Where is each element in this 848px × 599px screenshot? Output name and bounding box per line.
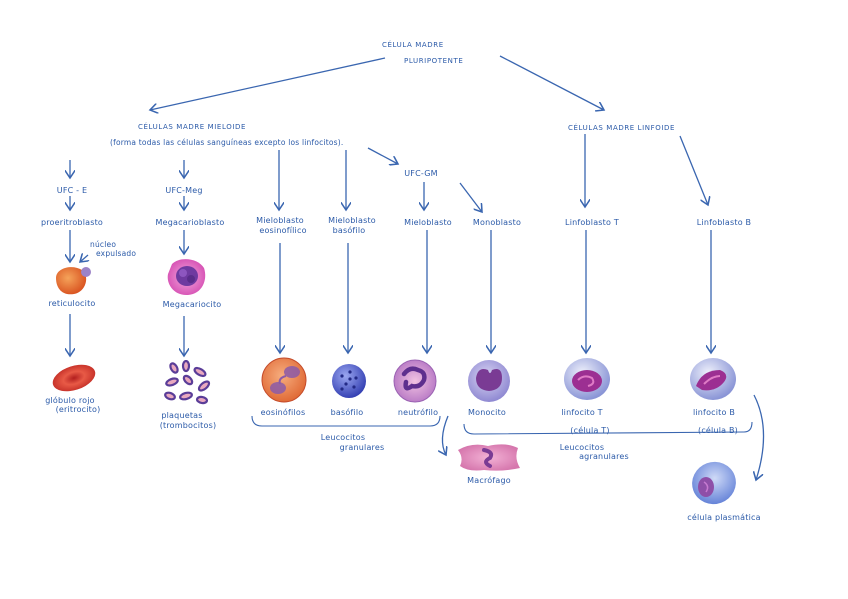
lymphocyte-b-label-2: (célula B) (697, 426, 739, 435)
lymphocyte-b-label-1: linfocito B (692, 408, 736, 417)
megakaryocyte-label: Megacariocito (162, 300, 222, 309)
arrow-lymphocyte-b-to-plasma (754, 394, 765, 480)
lymphocyte-t-label-1: linfocito T (561, 408, 603, 417)
cfu-e-label: UFC - E (56, 186, 88, 195)
root-label-line1: Célula madre (382, 41, 444, 49)
megakaryocyte-image (167, 259, 206, 296)
granular-group-label-1: Leucocitos (320, 433, 366, 442)
arrow-cfu-gm-to-monoblast (459, 182, 482, 212)
plasma-cell-image (692, 461, 736, 505)
arrow-nucleus-pointer (80, 255, 88, 262)
agranular-group-label-2: agranulares (579, 452, 629, 461)
agranular-group-label-1: Leucocitos (559, 443, 605, 452)
lymphocyte-b-image (690, 358, 736, 400)
megakaryoblast-label: Megacarioblasto (155, 218, 225, 227)
arrow-root-to-myeloid (150, 57, 386, 110)
basophil-image (332, 364, 366, 398)
platelets-label-2: (trombocitos) (159, 421, 217, 430)
macrophage-label: Macrófago (467, 476, 511, 485)
red-blood-cell-image (52, 364, 96, 392)
arrow-monocyte-to-macrophage (442, 415, 449, 455)
monocyte-label: Monocito (467, 408, 507, 417)
cfu-meg-label: UFC-Meg (165, 186, 203, 195)
reticulocyte-label: reticulocito (48, 299, 96, 308)
basophil-label: basófilo (330, 408, 364, 417)
platelets-image (164, 360, 211, 405)
granular-group-label-2: granulares (339, 443, 385, 452)
lymphoblast-t-label: Linfoblasto T (565, 218, 619, 227)
monoblast-label: Monoblasto (472, 218, 522, 227)
myeloblast-eos-label-2: eosinofílico (259, 226, 307, 235)
cfu-gm-label: UFC-GM (404, 169, 438, 178)
lymphocyte-t-label-2: (célula T) (570, 426, 610, 435)
neutrophil-image (393, 359, 437, 403)
myeloblast-baso-label-2: basófilo (332, 226, 366, 235)
eosinophil-label: eosinófilos (260, 408, 306, 417)
lymphocyte-t-image (564, 358, 610, 400)
plasma-cell-label: célula plasmática (687, 513, 761, 522)
myeloblast-eos-label-1: Mieloblasto (256, 216, 304, 225)
monocyte-image (468, 360, 510, 402)
arrow-lymphoid-to-lymphoblast-b (679, 135, 708, 205)
macrophage-image (458, 444, 520, 471)
rbc-label-1: glóbulo rojo (45, 396, 95, 405)
arrow-myeloid-to-cfu-gm (367, 147, 398, 164)
myeloblast-baso-label-1: Mieloblasto (328, 216, 376, 225)
rbc-label-2: (eritrocito) (55, 405, 101, 414)
nucleus-expelled-line2: expulsado (96, 249, 137, 258)
nucleus-expelled-line1: núcleo (90, 240, 117, 249)
myeloid-note: (forma todas las células sanguíneas exce… (110, 138, 344, 147)
lymphoblast-b-label: Linfoblasto B (696, 218, 752, 227)
arrow-root-to-lymphoid (499, 55, 604, 110)
lymphoid-stem-label: Células madre linfoide (568, 124, 676, 132)
bracket-granular (251, 415, 441, 427)
myeloblast-label: Mieloblasto (404, 218, 452, 227)
neutrophil-label: neutrófilo (397, 408, 439, 417)
platelets-label-1: plaquetas (161, 411, 203, 420)
eosinophil-image (261, 357, 307, 403)
myeloid-stem-label: Células madre mieloide (138, 123, 246, 131)
root-label-line2: pluripotente (404, 57, 464, 65)
reticulocyte-image (56, 267, 91, 295)
bracket-agranular (463, 421, 753, 435)
proerythroblast-label: proeritroblasto (40, 218, 104, 227)
